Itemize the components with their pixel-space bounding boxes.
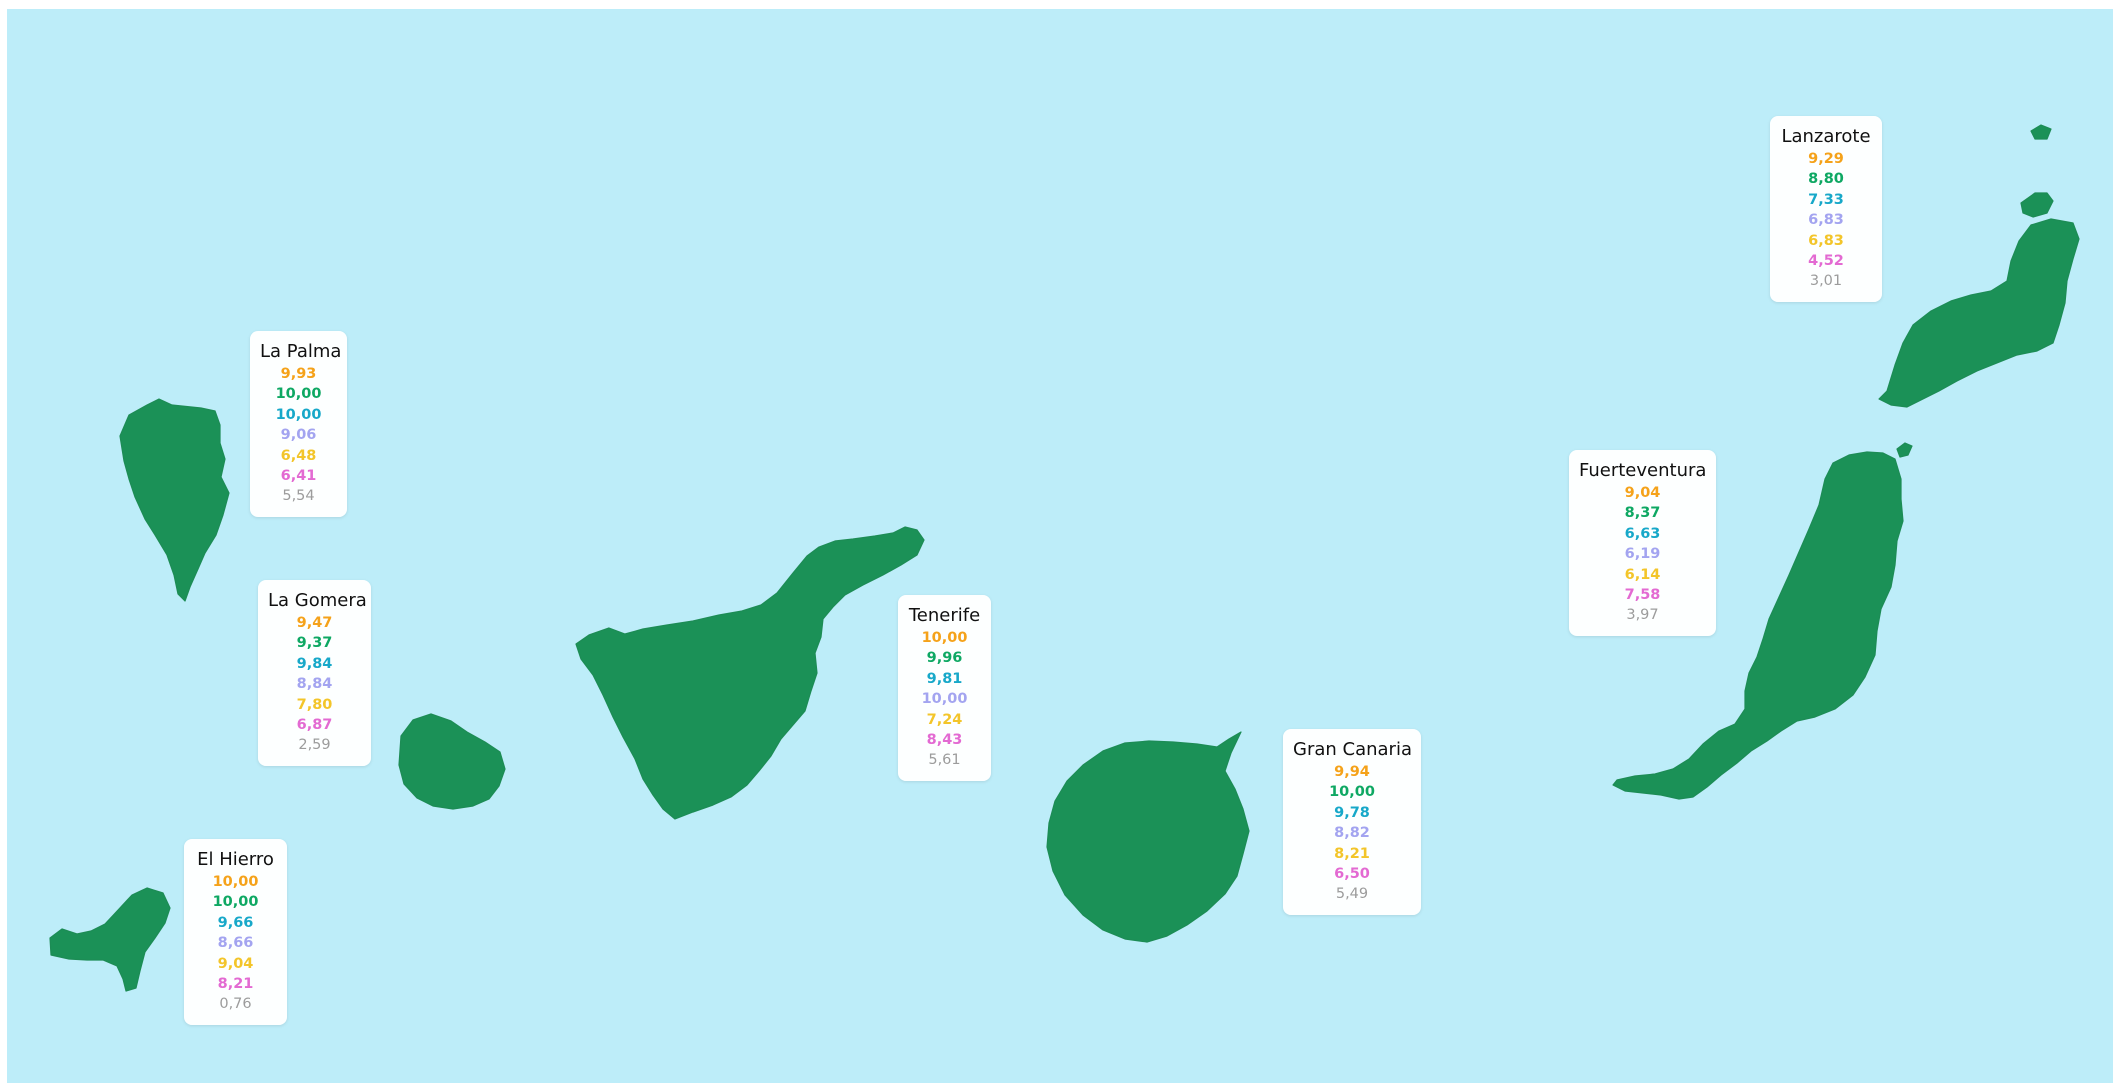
indicator-value-3: 9,84 bbox=[296, 655, 333, 672]
indicator-value-2: 8,80 bbox=[1808, 171, 1844, 188]
indicator-value-5: 6,14 bbox=[1624, 566, 1661, 583]
indicator-value-5: 7,80 bbox=[296, 696, 333, 713]
sea-background bbox=[7, 9, 2113, 1083]
island-shape-tenerife[interactable] bbox=[575, 526, 925, 820]
island-name: La Gomera bbox=[268, 590, 367, 611]
indicator-value-7: 3,01 bbox=[1809, 273, 1843, 290]
indicator-value-3: 9,78 bbox=[1334, 804, 1370, 821]
indicator-value-3: 6,63 bbox=[1624, 525, 1661, 542]
indicator-value-4: 9,06 bbox=[280, 427, 317, 444]
island-shape-la-gomera[interactable] bbox=[398, 713, 506, 810]
indicator-value-6: 6,87 bbox=[296, 717, 333, 734]
island-card-la-gomera[interactable]: La Gomera 9,47 9,37 9,84 8,84 7,80 6,87 … bbox=[258, 580, 371, 766]
indicator-value-2: 8,37 bbox=[1624, 505, 1661, 522]
indicator-value-1: 9,47 bbox=[296, 615, 333, 631]
island-shape-la-graciosa[interactable] bbox=[2020, 192, 2054, 218]
indicator-value-4: 8,82 bbox=[1334, 825, 1370, 842]
indicator-value-5: 6,83 bbox=[1808, 232, 1844, 249]
indicator-value-7: 5,61 bbox=[928, 752, 961, 769]
island-card-lanzarote[interactable]: Lanzarote 9,29 8,80 7,33 6,83 6,83 4,52 … bbox=[1770, 116, 1882, 302]
indicator-value-5: 6,48 bbox=[280, 447, 317, 464]
island-name: Lanzarote bbox=[1781, 126, 1871, 147]
indicator-value-2: 10,00 bbox=[275, 386, 322, 403]
island-shape-gran-canaria[interactable] bbox=[1046, 731, 1250, 943]
indicator-value-7: 5,54 bbox=[282, 488, 315, 505]
indicator-value-6: 4,52 bbox=[1808, 253, 1844, 270]
island-card-el-hierro[interactable]: El Hierro 10,00 10,00 9,66 8,66 9,04 8,2… bbox=[184, 839, 287, 1025]
indicator-value-6: 6,50 bbox=[1334, 866, 1370, 883]
indicator-value-4: 6,83 bbox=[1808, 212, 1844, 229]
island-name: El Hierro bbox=[197, 849, 274, 870]
indicator-value-4: 10,00 bbox=[921, 691, 968, 708]
indicator-value-7: 3,97 bbox=[1626, 607, 1659, 624]
indicator-value-3: 9,66 bbox=[217, 914, 254, 931]
indicator-value-7: 0,76 bbox=[219, 996, 252, 1013]
island-card-fuerteventura[interactable]: Fuerteventura 9,04 8,37 6,63 6,19 6,14 7… bbox=[1569, 450, 1716, 636]
island-shape-la-palma[interactable] bbox=[119, 398, 230, 602]
indicator-value-2: 9,37 bbox=[296, 635, 333, 652]
island-card-gran-canaria[interactable]: Gran Canaria 9,94 10,00 9,78 8,82 8,21 6… bbox=[1283, 729, 1421, 915]
indicator-value-3: 9,81 bbox=[926, 670, 963, 687]
indicator-value-7: 5,49 bbox=[1335, 886, 1369, 903]
indicator-value-4: 8,84 bbox=[296, 676, 333, 693]
island-name: Fuerteventura bbox=[1579, 460, 1707, 481]
island-shape-lanzarote[interactable] bbox=[1878, 218, 2080, 408]
indicator-value-2: 10,00 bbox=[1329, 784, 1375, 801]
map-canvas[interactable]: Lanzarote 9,29 8,80 7,33 6,83 6,83 4,52 … bbox=[7, 9, 2113, 1083]
indicator-value-6: 7,58 bbox=[1624, 587, 1661, 604]
indicator-value-6: 8,21 bbox=[217, 976, 254, 993]
island-shape-alegranza[interactable] bbox=[2030, 124, 2052, 140]
indicator-value-1: 10,00 bbox=[212, 874, 259, 890]
canary-islands-map bbox=[7, 9, 2113, 1083]
island-shape-fuerteventura[interactable] bbox=[1612, 451, 1904, 800]
indicator-value-6: 8,43 bbox=[926, 732, 963, 749]
indicator-value-4: 8,66 bbox=[217, 935, 254, 952]
indicator-value-6: 6,41 bbox=[280, 468, 317, 485]
island-shape-el-hierro[interactable] bbox=[49, 887, 171, 992]
island-card-tenerife[interactable]: Tenerife 10,00 9,96 9,81 10,00 7,24 8,43… bbox=[898, 595, 991, 781]
indicator-value-3: 10,00 bbox=[275, 406, 322, 423]
indicator-value-7: 2,59 bbox=[298, 737, 331, 754]
indicator-value-5: 9,04 bbox=[217, 955, 254, 972]
island-shape-lobos[interactable] bbox=[1896, 442, 1913, 458]
indicator-value-1: 9,93 bbox=[280, 366, 317, 382]
indicator-value-2: 9,96 bbox=[926, 650, 963, 667]
indicator-value-1: 9,29 bbox=[1808, 151, 1844, 167]
island-name: Tenerife bbox=[908, 605, 981, 626]
island-card-la-palma[interactable]: La Palma 9,93 10,00 10,00 9,06 6,48 6,41… bbox=[250, 331, 347, 517]
island-name: Gran Canaria bbox=[1293, 739, 1412, 760]
indicator-value-1: 9,04 bbox=[1624, 485, 1661, 501]
island-name: La Palma bbox=[260, 341, 342, 362]
indicator-value-1: 10,00 bbox=[921, 630, 968, 646]
indicator-value-5: 8,21 bbox=[1334, 845, 1370, 862]
indicator-value-3: 7,33 bbox=[1808, 191, 1844, 208]
indicator-value-2: 10,00 bbox=[212, 894, 259, 911]
indicator-value-4: 6,19 bbox=[1624, 546, 1661, 563]
indicator-value-5: 7,24 bbox=[926, 711, 963, 728]
indicator-value-1: 9,94 bbox=[1334, 764, 1370, 780]
